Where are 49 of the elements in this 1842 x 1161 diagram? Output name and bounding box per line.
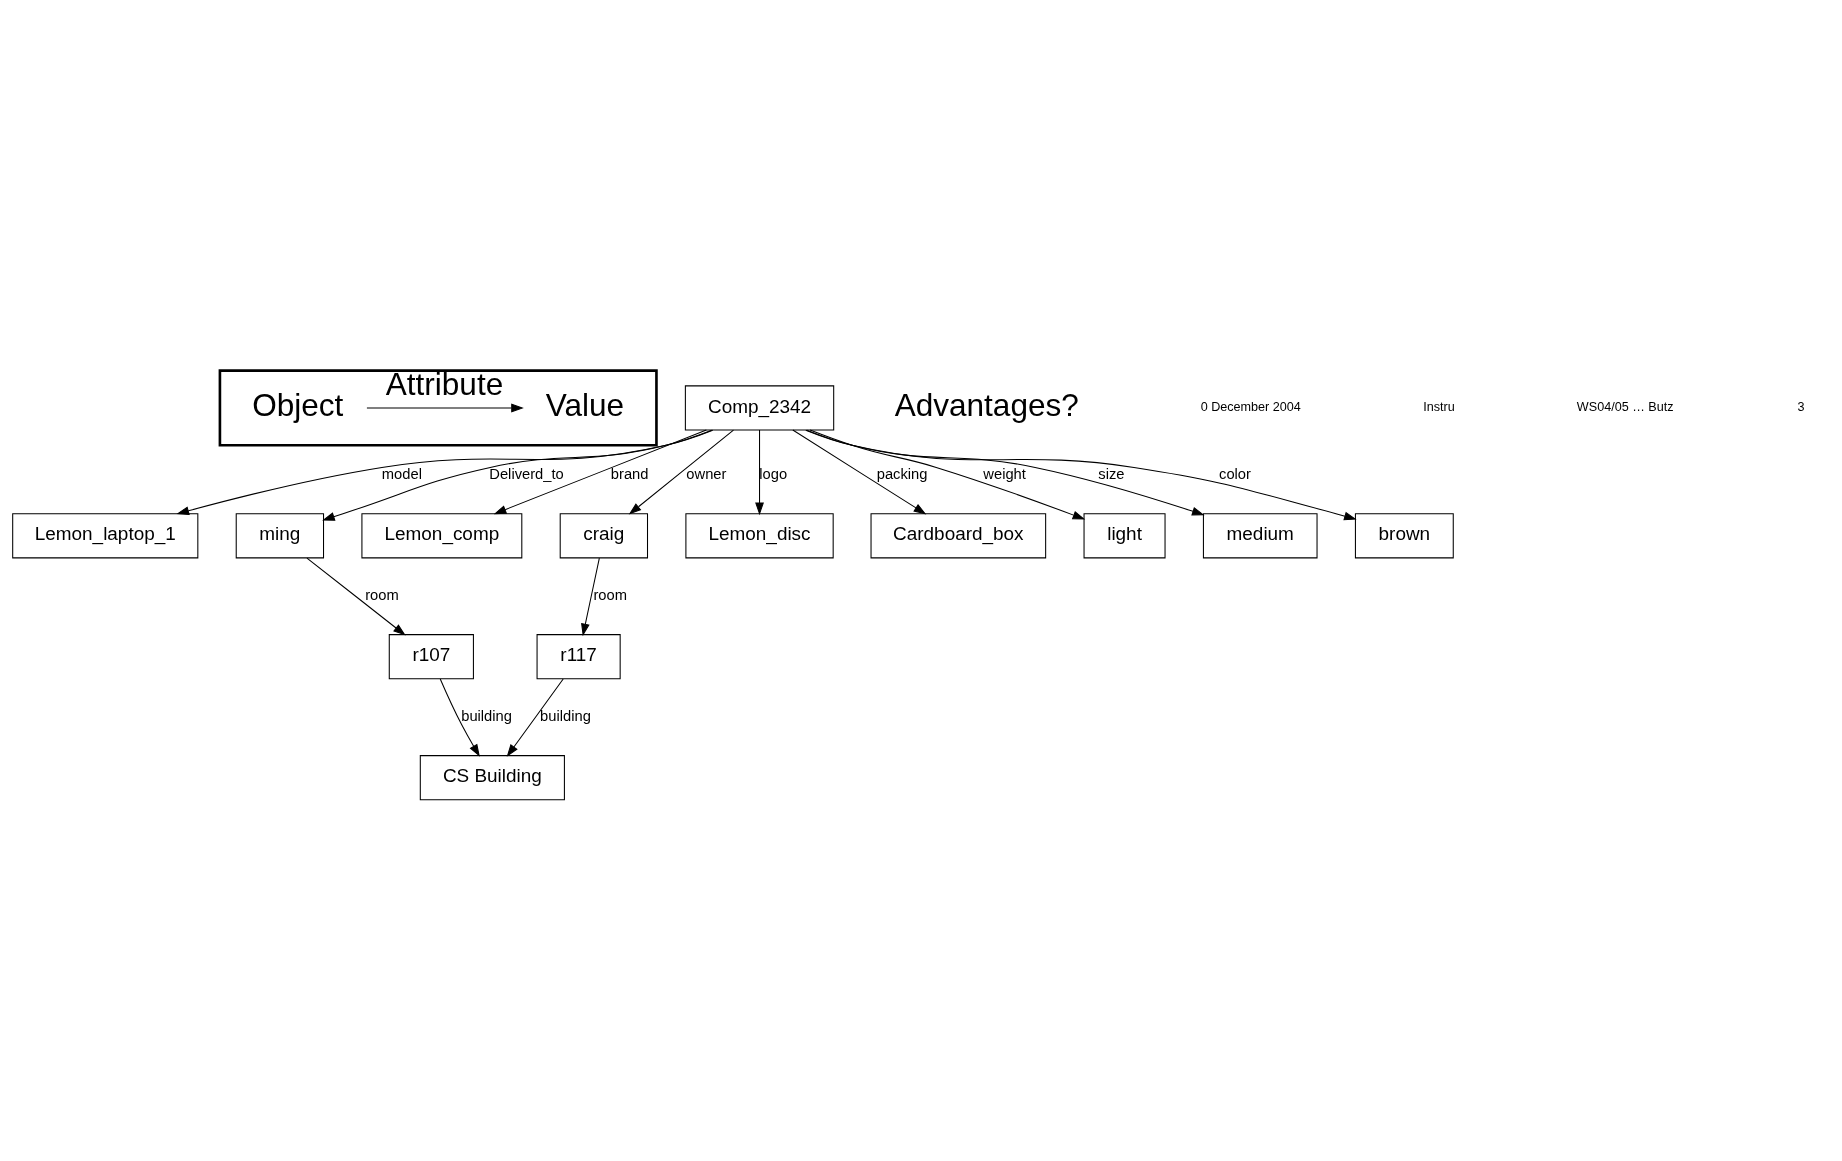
edge-label: packing bbox=[876, 465, 928, 482]
node-box: craig bbox=[559, 512, 649, 558]
edge-label: room bbox=[365, 586, 399, 603]
label: Instru bbox=[1423, 399, 1455, 414]
label: Advantages? bbox=[894, 386, 1079, 423]
arrow bbox=[306, 557, 406, 636]
node-box: Cardboard_box bbox=[870, 512, 1047, 558]
edge-label: color bbox=[1219, 465, 1251, 482]
node-box: brown bbox=[1354, 512, 1454, 558]
arrow bbox=[806, 429, 1205, 515]
node-box: medium bbox=[1202, 512, 1318, 558]
node-box: light bbox=[1083, 512, 1166, 558]
node-box: Lemon_comp bbox=[361, 512, 523, 558]
edge-label: model bbox=[381, 465, 422, 482]
edge-label: size bbox=[1098, 465, 1125, 482]
arrow bbox=[755, 429, 764, 515]
arrow bbox=[176, 429, 714, 515]
edge-label: brand bbox=[610, 465, 649, 482]
arrow bbox=[366, 403, 524, 412]
edge-label: building bbox=[461, 707, 512, 724]
edge-label: Attribute bbox=[385, 365, 504, 402]
arrow bbox=[322, 429, 713, 521]
node-box: Comp_2342 bbox=[684, 384, 835, 431]
edge-label: Deliverd_to bbox=[489, 465, 564, 482]
label: 0 December 2004 bbox=[1200, 399, 1301, 414]
arrow bbox=[805, 429, 1357, 520]
node-box: Lemon_laptop_1 bbox=[12, 512, 199, 558]
edge-label: room bbox=[593, 586, 627, 603]
edge-label: owner bbox=[686, 465, 727, 482]
arrow bbox=[628, 429, 734, 515]
edge-label: logo bbox=[759, 465, 788, 482]
node-text: Value bbox=[545, 386, 625, 423]
node-box: Lemon_disc bbox=[685, 512, 834, 558]
arrow bbox=[506, 678, 564, 757]
arrow bbox=[792, 429, 927, 514]
node-box: CS Building bbox=[419, 754, 565, 800]
node-text: Object bbox=[252, 386, 344, 423]
label: WS04/05 … Butz bbox=[1576, 399, 1674, 414]
label: 3 bbox=[1797, 399, 1805, 414]
cluster bbox=[218, 368, 658, 447]
arrow bbox=[581, 557, 600, 636]
edge-label: building bbox=[540, 707, 591, 724]
node-box: ming bbox=[235, 512, 325, 558]
arrow bbox=[493, 429, 707, 514]
node-box: r117 bbox=[536, 633, 621, 679]
edge-label: weight bbox=[983, 465, 1026, 482]
arrow bbox=[809, 429, 1086, 520]
arrow bbox=[439, 677, 480, 757]
node-box: r107 bbox=[388, 633, 474, 679]
